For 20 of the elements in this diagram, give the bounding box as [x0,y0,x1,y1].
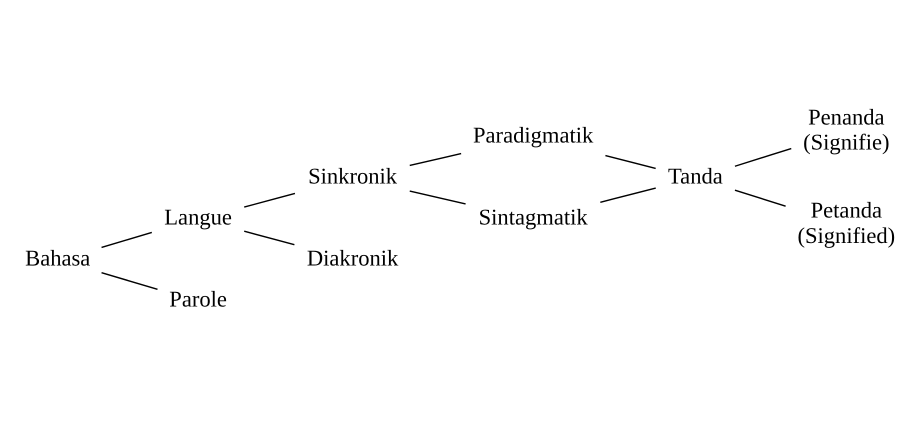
connector [244,192,296,208]
connector [101,272,158,290]
node-text: Tanda [668,164,723,189]
connector [600,187,656,203]
node-text: Paradigmatik [472,122,594,148]
connector [244,230,295,246]
connector [734,148,792,167]
connector [605,154,656,170]
connector [101,232,152,248]
node-text: Penanda (Signifie) [803,104,890,155]
connector [410,190,466,205]
node-text: Diakronik [306,245,398,270]
node-text: Petanda (Signified) [797,197,896,248]
node-text: Sinkronik [308,164,398,189]
node-text: Sintagmatik [478,204,588,230]
node-text: Bahasa [25,245,90,270]
connector [734,190,786,207]
node-text: Parole [169,286,227,312]
node-text: Langue [164,204,232,230]
connector [410,152,462,166]
